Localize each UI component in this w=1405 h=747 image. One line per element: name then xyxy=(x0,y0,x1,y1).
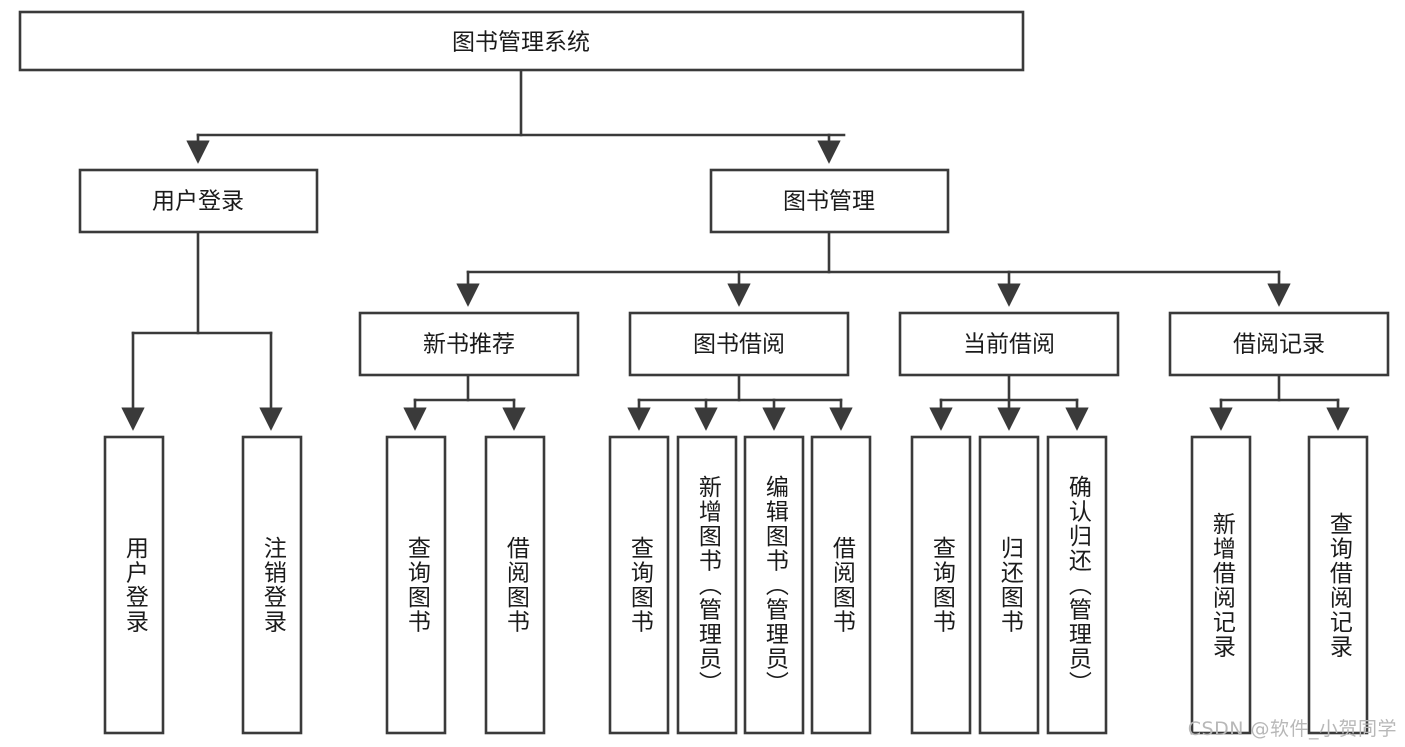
node-book-borrow-label: 图书借阅 xyxy=(693,332,785,358)
node-leaf[interactable] xyxy=(910,435,972,735)
node-book-management-label: 图书管理 xyxy=(783,189,875,215)
node-leaf[interactable] xyxy=(743,435,805,735)
node-new-book-recommend[interactable]: 新书推荐 xyxy=(358,311,580,377)
node-leaf[interactable] xyxy=(1190,435,1252,735)
connector-current-borrow-to-leaves xyxy=(929,373,1089,431)
connector-book-borrow-to-leaves xyxy=(627,373,853,431)
node-user-login-label: 用户登录 xyxy=(152,189,244,215)
node-new-book-recommend-label: 新书推荐 xyxy=(423,332,515,358)
node-current-borrow-label: 当前借阅 xyxy=(963,332,1055,358)
leaf-boxes xyxy=(103,435,1369,735)
node-leaf[interactable] xyxy=(676,435,738,735)
connector-user-login-to-leaves xyxy=(121,230,283,431)
connector-new-book-to-leaves xyxy=(403,373,526,431)
node-leaf[interactable] xyxy=(1046,435,1108,735)
node-root[interactable]: 图书管理系统 xyxy=(18,10,1025,72)
connector-root-to-level2 xyxy=(186,68,846,164)
connector-book-management-to-level3 xyxy=(456,230,1291,307)
connector-borrow-record-to-leaves xyxy=(1209,373,1350,431)
node-root-label: 图书管理系统 xyxy=(452,30,590,56)
node-current-borrow[interactable]: 当前借阅 xyxy=(898,311,1120,377)
node-book-management[interactable]: 图书管理 xyxy=(709,168,950,234)
node-borrow-record-label: 借阅记录 xyxy=(1233,332,1325,358)
node-leaf[interactable] xyxy=(103,435,165,735)
node-leaf[interactable] xyxy=(978,435,1040,735)
node-leaf[interactable] xyxy=(810,435,872,735)
watermark: CSDN @软件_小贺同学 xyxy=(1187,718,1397,740)
node-book-borrow[interactable]: 图书借阅 xyxy=(628,311,850,377)
node-borrow-record[interactable]: 借阅记录 xyxy=(1168,311,1390,377)
node-leaf[interactable] xyxy=(484,435,546,735)
node-user-login[interactable]: 用户登录 xyxy=(78,168,319,234)
node-leaf[interactable] xyxy=(385,435,447,735)
node-leaf[interactable] xyxy=(241,435,303,735)
node-leaf[interactable] xyxy=(608,435,670,735)
node-leaf[interactable] xyxy=(1307,435,1369,735)
